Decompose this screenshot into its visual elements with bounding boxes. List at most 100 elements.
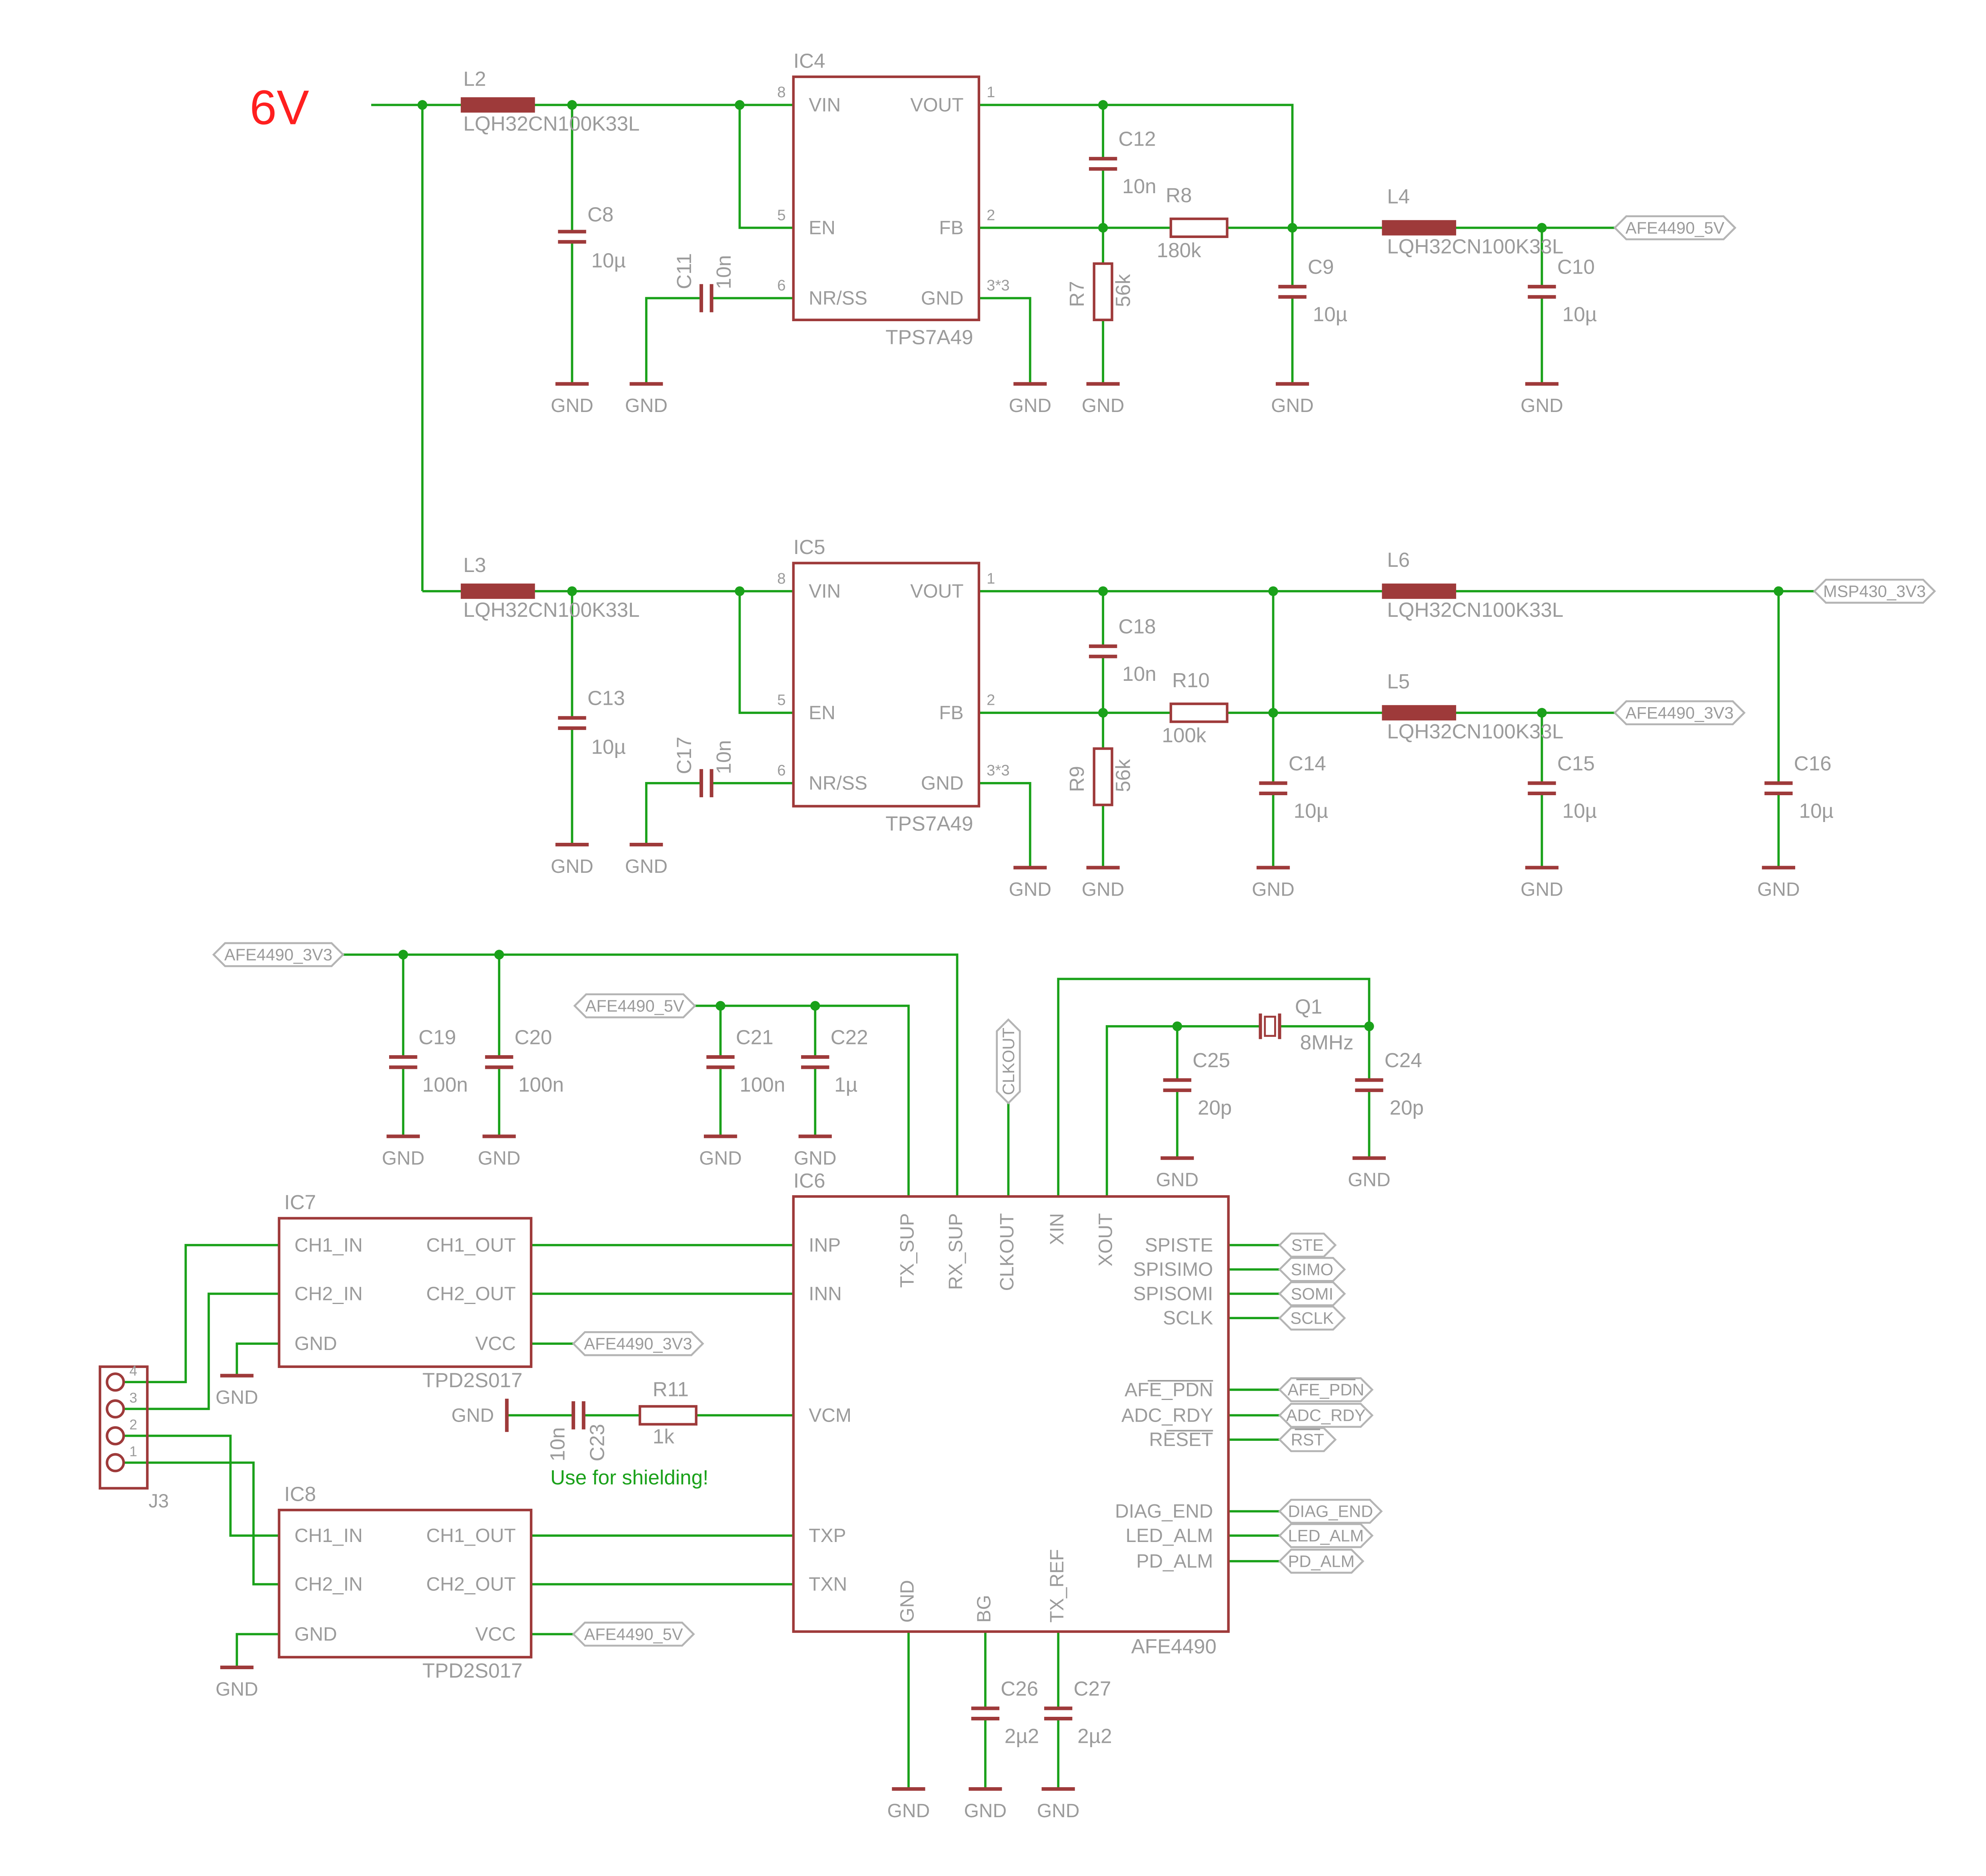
gnd-symbol[interactable]: GND [216,1666,258,1700]
resistor-body [638,1405,697,1426]
wire[interactable] [979,782,1031,868]
gnd-symbol[interactable]: GND [216,1374,258,1408]
gnd-symbol[interactable]: GND [1252,866,1295,900]
gnd-symbol[interactable]: GND [1009,382,1051,416]
gnd-symbol[interactable]: GND [1082,866,1125,900]
net-flag-SCLK[interactable]: SCLK [1278,1305,1346,1331]
gnd-symbol[interactable]: GND [478,1134,521,1169]
net-flag-AFE_PDN[interactable]: AFE_PDN [1278,1377,1374,1402]
wire[interactable] [124,1434,279,1537]
wire[interactable] [124,1461,279,1586]
wire[interactable] [124,1244,279,1383]
gnd-symbol[interactable]: GND [1757,866,1800,900]
net-flag-AFE4490_3V3[interactable]: AFE4490_3V3 [1613,700,1746,726]
net-flag-ADC_RDY[interactable]: ADC_RDY [1278,1403,1374,1428]
gnd-symbol[interactable]: GND [1009,866,1051,900]
wire[interactable] [645,297,701,384]
net-flag-AFE4490_3V3[interactable]: AFE4490_3V3 [572,1331,704,1356]
wire[interactable] [979,104,1294,228]
wire[interactable] [1105,1025,1261,1197]
gnd-symbol[interactable]: GND [1348,1156,1391,1191]
gnd-symbol[interactable]: GND [699,1134,742,1169]
net-flag-AFE4490_5V[interactable]: AFE4490_5V [573,993,696,1018]
wire[interactable] [645,782,701,845]
gnd-symbol[interactable]: GND [794,1134,837,1169]
component-IC6[interactable]: IC6AFE4490INPINNVCMTXPTXNSPISTESPISIMOSP… [792,1169,1230,1658]
wire[interactable] [738,591,793,714]
gnd-symbol[interactable]: GND [1520,866,1563,900]
gnd-symbol[interactable]: GND [1271,382,1314,416]
gnd-symbol[interactable]: GND [551,842,593,877]
net-flag-AFE4490_5V[interactable]: AFE4490_5V [572,1622,695,1647]
gnd-symbol[interactable]: GND [452,1398,509,1432]
net-flag-MSP430_3V3[interactable]: MSP430_3V3 [1813,578,1936,604]
gnd-symbol[interactable]: GND [1520,382,1563,416]
gnd-symbol[interactable]: GND [1082,382,1125,416]
net-flag-SOMI[interactable]: SOMI [1278,1281,1346,1306]
net-flag-DIAG_END[interactable]: DIAG_END [1278,1499,1383,1524]
component-IC8[interactable]: IC8TPD2S017CH1_INCH2_INGNDCH1_OUTCH2_OUT… [278,1483,533,1682]
component-IC7[interactable]: IC7TPD2S017CH1_INCH2_INGNDCH1_OUTCH2_OUT… [278,1191,533,1392]
wire[interactable] [236,1342,279,1376]
wire[interactable] [343,953,959,1197]
gnd-symbol[interactable]: GND [382,1134,425,1169]
value-label: 10n [712,740,735,774]
net-flag-AFE4490_5V[interactable]: AFE4490_5V [1613,215,1736,240]
net-flag-PD_ALM[interactable]: PD_ALM [1278,1548,1365,1574]
net-flag-LED_ALM[interactable]: LED_ALM [1278,1523,1374,1548]
wire[interactable] [236,1633,279,1668]
gnd-symbol[interactable]: GND [964,1787,1007,1822]
net-flag-CLKOUT[interactable]: CLKOUT [996,1018,1021,1105]
gnd-symbol[interactable]: GND [887,1787,930,1822]
wire[interactable] [124,1292,279,1410]
flag-outline [1278,1499,1383,1524]
gnd-symbol[interactable]: GND [625,842,668,877]
wire[interactable] [979,297,1031,384]
gnd-symbol[interactable]: GND [551,382,593,416]
gnd-symbol[interactable]: GND [1156,1156,1199,1191]
net-flag-AFE4490_3V3[interactable]: AFE4490_3V3 [212,942,345,967]
value-label: 1k [653,1425,674,1448]
wire[interactable] [738,105,793,229]
net-flag-STE[interactable]: STE [1278,1232,1337,1258]
gnd-symbol[interactable]: GND [625,382,668,416]
wire[interactable] [695,1004,910,1197]
net-flag-RST[interactable]: RST [1278,1427,1337,1452]
gnd-symbol[interactable]: GND [1037,1787,1080,1822]
net-flag-SIMO[interactable]: SIMO [1278,1257,1346,1282]
